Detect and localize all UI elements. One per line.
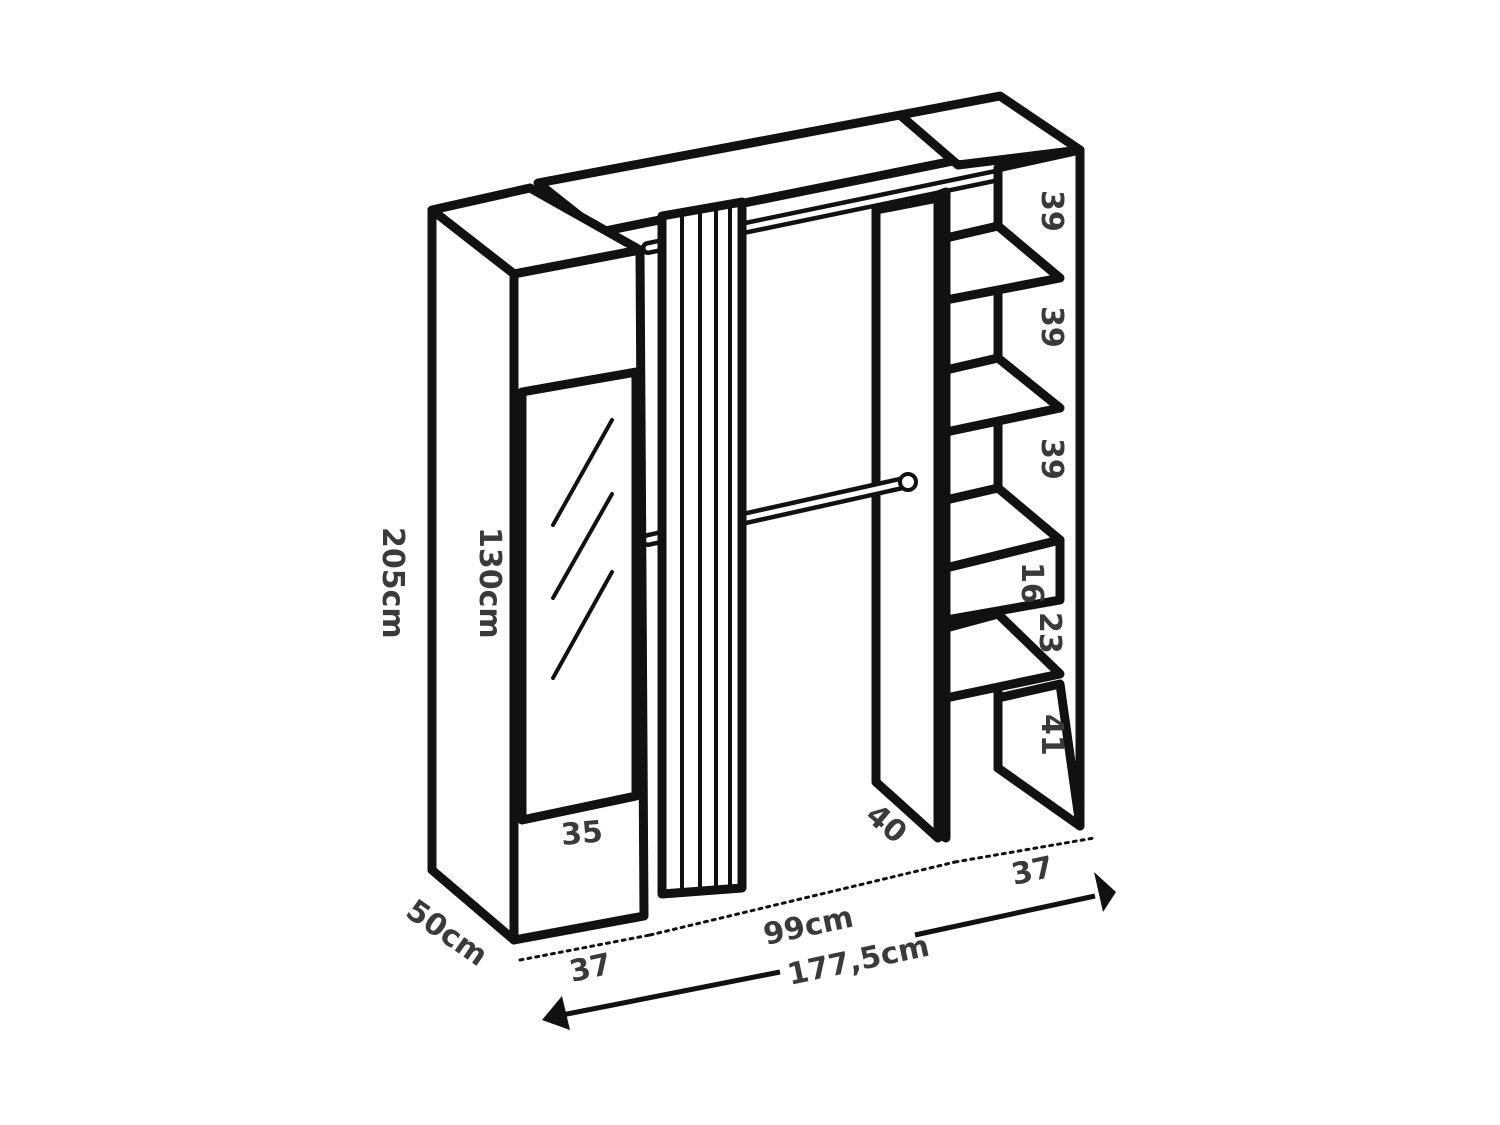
label-mirror-height: 130cm [472, 527, 507, 639]
label-shelf-4: 23 [1032, 612, 1067, 654]
label-left-column-width: 35 [560, 814, 605, 853]
shelf-4 [941, 609, 1065, 703]
shelf-2 [941, 353, 1065, 437]
label-shelf-3: 39 [1034, 438, 1069, 480]
drawer [941, 535, 1065, 625]
label-shelf-bottom: 41 [1034, 714, 1069, 756]
shelf-1 [941, 221, 1065, 305]
label-drawer: 16 [1014, 562, 1049, 604]
mirror [517, 367, 641, 825]
curtain [657, 197, 747, 899]
label-middle-width: 99cm [760, 900, 856, 953]
label-left-base-width: 37 [566, 947, 614, 990]
middle-side-panel [871, 193, 943, 843]
label-right-base-width: 37 [1008, 850, 1056, 893]
dimension-guides [518, 836, 1096, 962]
label-shelf-2: 39 [1034, 306, 1069, 348]
total-width-arrow [542, 872, 1116, 1030]
label-shelf-1: 39 [1034, 190, 1069, 232]
label-height-total: 205cm [375, 527, 410, 639]
